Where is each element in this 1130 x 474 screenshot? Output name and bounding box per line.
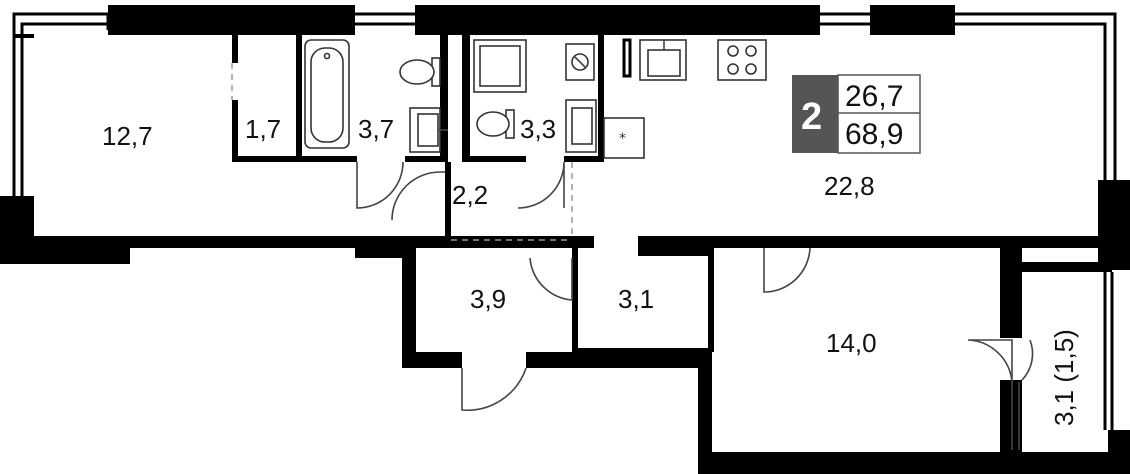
room-area-wc-shower: 3,3 bbox=[520, 114, 556, 144]
stove-icon bbox=[717, 39, 767, 81]
toilet-icon bbox=[399, 57, 441, 87]
room-area-hall: 2,2 bbox=[452, 180, 488, 210]
svg-text:*: * bbox=[619, 131, 626, 147]
sink-icon bbox=[409, 107, 448, 153]
balcony-window bbox=[1011, 272, 1114, 450]
room-area-living-left: 12,7 bbox=[102, 121, 153, 151]
floor-drain-icon: * bbox=[603, 117, 645, 159]
dashed-boundaries bbox=[231, 63, 573, 241]
apartment-badge: 2 26,7 68,9 bbox=[792, 74, 921, 154]
room-area-bathroom: 3,7 bbox=[358, 114, 394, 144]
partitions bbox=[232, 35, 714, 352]
room-area-closet: 1,7 bbox=[245, 114, 281, 144]
facade-lines bbox=[12, 12, 1117, 196]
kitchen-sink-icon bbox=[639, 39, 687, 81]
shower-icon bbox=[473, 39, 527, 93]
total-area: 68,9 bbox=[845, 118, 903, 151]
rooms-count: 2 bbox=[801, 96, 822, 138]
room-area-kitchen-living: 22,8 bbox=[824, 171, 875, 201]
room-area-bedroom: 14,0 bbox=[826, 328, 877, 358]
living-area: 26,7 bbox=[845, 80, 903, 113]
room-area-balcony: 3,1 (1,5) bbox=[1049, 329, 1079, 426]
washer-icon bbox=[565, 43, 595, 81]
rooms-count-badge bbox=[792, 75, 838, 153]
bathtub bbox=[304, 39, 350, 149]
room-area-storage-b: 3,1 bbox=[618, 284, 654, 314]
toilet-2-icon bbox=[476, 109, 515, 139]
sink-2-icon bbox=[565, 99, 597, 153]
room-area-storage-a: 3,9 bbox=[470, 284, 506, 314]
walls bbox=[0, 5, 1130, 474]
door-swings bbox=[356, 161, 1034, 412]
